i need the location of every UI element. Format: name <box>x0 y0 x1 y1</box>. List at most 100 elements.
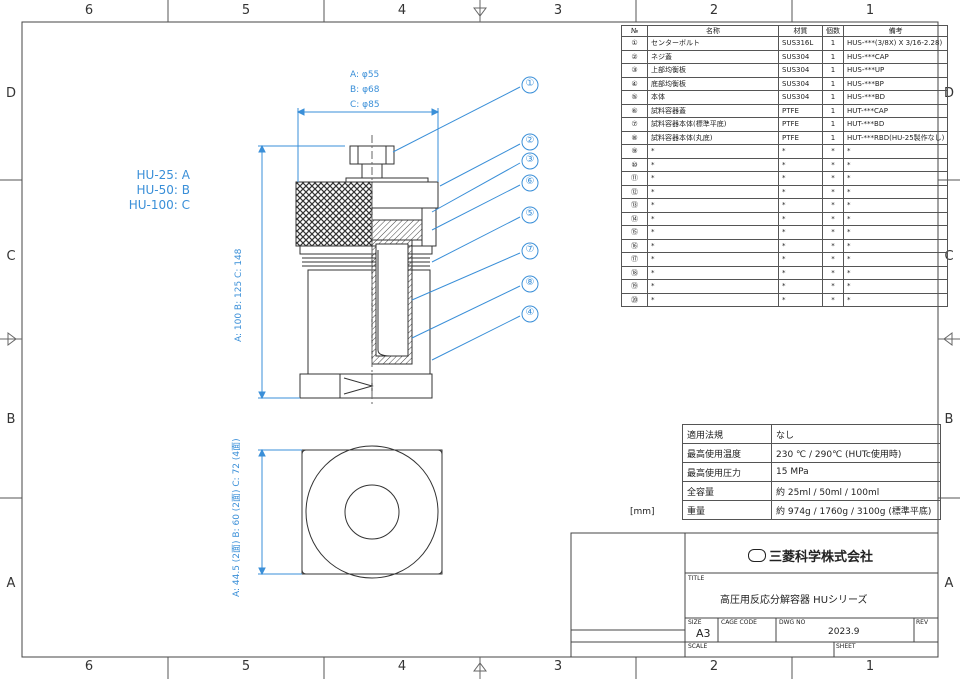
sheet-label: SHEET <box>836 643 856 650</box>
parts-table-header: № 名称 材質 個数 備考 <box>621 25 949 37</box>
dia-b: B: φ68 <box>350 85 380 95</box>
vessel-lid <box>371 219 431 241</box>
table-row: 全容量約 25ml / 50ml / 100ml <box>682 481 941 501</box>
cell-material: SUS304 <box>778 49 823 64</box>
grid-col-6: 6 <box>84 3 94 18</box>
cell-no: ⑬ <box>621 198 648 213</box>
cell-name: ネジ蓋 <box>647 49 779 64</box>
cell-note: HUS-***UP <box>842 63 949 78</box>
cell-qty: * <box>822 265 844 280</box>
cell-name: * <box>647 252 779 267</box>
cell-no: ⑲ <box>621 279 648 294</box>
cell-qty: * <box>822 144 844 159</box>
cell-note: HUT-***RBD(HU-25製作なし) <box>842 130 949 145</box>
cell-note: * <box>842 144 949 159</box>
cell-note: * <box>842 184 949 199</box>
unit-label: [mm] <box>630 507 655 517</box>
grid-col-2-bottom: 2 <box>709 659 719 674</box>
company-name: 三菱科学株式会社 <box>748 546 873 565</box>
cell-qty: 1 <box>822 103 844 118</box>
cell-material: * <box>778 157 823 172</box>
cell-name: * <box>647 157 779 172</box>
grid-col-2: 2 <box>709 3 719 18</box>
cell-qty: 1 <box>822 117 844 132</box>
cell-name: * <box>647 144 779 159</box>
cell-note: HUS-***BP <box>842 76 949 91</box>
cell-no: ⑮ <box>621 225 648 240</box>
scale-label: SCALE <box>688 643 708 650</box>
cell-no: ⑫ <box>621 184 648 199</box>
cell-material: * <box>778 252 823 267</box>
table-row: ⑬**** <box>621 198 949 213</box>
table-row: ⑰**** <box>621 252 949 267</box>
grid-row-d-right: D <box>943 86 954 101</box>
balloon-2: ② <box>525 135 535 146</box>
cell-material: * <box>778 144 823 159</box>
cell-note: * <box>842 238 949 253</box>
table-row: 適用法規なし <box>682 424 941 444</box>
company-logo-icon <box>748 549 766 562</box>
drawing-title: 高圧用反応分解容器 HUシリーズ <box>720 595 868 606</box>
grid-row-b-right: B <box>944 412 954 427</box>
size-value: A3 <box>696 627 711 640</box>
table-row: ⑨**** <box>621 144 949 159</box>
grid-col-3-bottom: 3 <box>553 659 563 674</box>
grid-row-a-right: A <box>944 576 954 591</box>
cell-qty: 1 <box>822 76 844 91</box>
table-row: ⑩**** <box>621 157 949 172</box>
balloon-5: ⑤ <box>525 208 535 219</box>
spec-key: 適用法規 <box>682 424 772 444</box>
cell-qty: 1 <box>822 36 844 51</box>
bottom-plate <box>299 373 433 399</box>
cell-name: * <box>647 265 779 280</box>
cell-qty: * <box>822 252 844 267</box>
cell-no: ⑪ <box>621 171 648 186</box>
spec-value: なし <box>771 424 941 444</box>
table-row: 重量約 974g / 1760g / 3100g (標準平底) <box>682 500 941 520</box>
header-no: № <box>621 25 648 37</box>
cell-note: HUS-***CAP <box>842 49 949 64</box>
balloon-6: ⑥ <box>525 176 535 187</box>
cell-note: * <box>842 211 949 226</box>
cell-material: * <box>778 292 823 307</box>
table-row: ⑪**** <box>621 171 949 186</box>
cell-material: SUS304 <box>778 63 823 78</box>
grid-col-4-bottom: 4 <box>397 659 407 674</box>
title-block-frame <box>570 532 939 658</box>
cell-name: * <box>647 238 779 253</box>
cell-no: ⑥ <box>621 103 648 118</box>
cell-name: * <box>647 171 779 186</box>
grid-col-5: 5 <box>241 3 251 18</box>
header-qty: 個数 <box>822 25 844 37</box>
grid-col-6-bottom: 6 <box>84 659 94 674</box>
spec-value: 約 974g / 1760g / 3100g (標準平底) <box>771 500 941 520</box>
cell-note: * <box>842 279 949 294</box>
grid-row-c-right: C <box>944 249 954 264</box>
grid-row-d: D <box>5 86 16 101</box>
spec-key: 最高使用圧力 <box>682 462 772 482</box>
cell-no: ③ <box>621 63 648 78</box>
cell-material: * <box>778 198 823 213</box>
cell-qty: * <box>822 184 844 199</box>
dwg-no-value: 2023.9 <box>828 627 860 637</box>
cell-material: * <box>778 211 823 226</box>
balloon-8: ⑧ <box>525 277 535 288</box>
cell-no: ⑤ <box>621 90 648 105</box>
cell-qty: * <box>822 225 844 240</box>
height-dimension: A: 100 B: 125 C: 148 <box>234 248 244 342</box>
cell-name: * <box>647 279 779 294</box>
cell-no: ⑨ <box>621 144 648 159</box>
grid-col-3: 3 <box>553 3 563 18</box>
cell-material: SUS304 <box>778 76 823 91</box>
cell-note: * <box>842 265 949 280</box>
grid-col-5-bottom: 5 <box>241 659 251 674</box>
company-text: 三菱科学株式会社 <box>769 550 874 565</box>
